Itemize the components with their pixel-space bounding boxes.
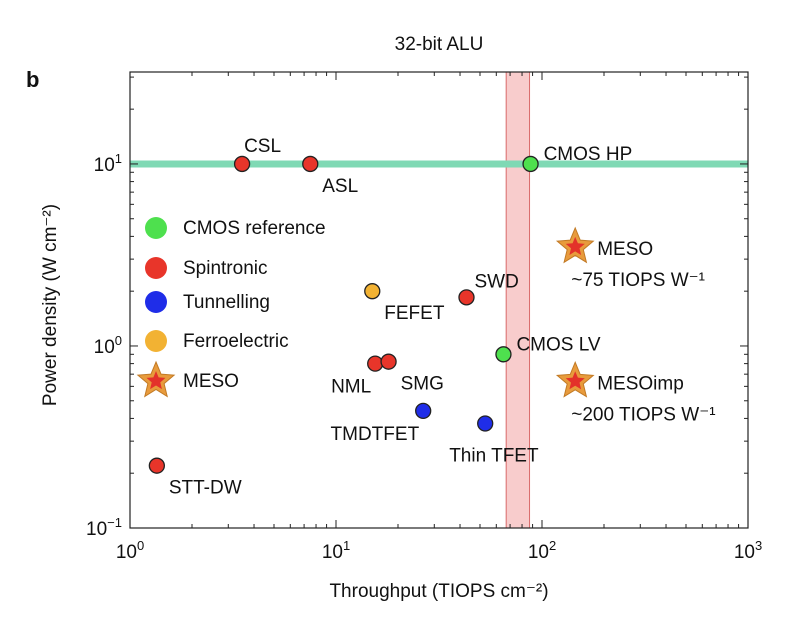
x-tick-label: 103 [734, 538, 762, 563]
legend-marker [145, 330, 167, 352]
data-label: FEFET [384, 303, 445, 324]
data-label: MESOimp [597, 373, 684, 394]
data-point [477, 415, 494, 432]
y-tick-label: 10−1 [86, 515, 122, 540]
legend-marker [145, 257, 167, 279]
data-point [367, 355, 384, 372]
legend-label: Ferroelectric [183, 331, 289, 352]
data-point [522, 155, 539, 173]
legend-label: Tunnelling [183, 292, 270, 313]
legend-label: Spintronic [183, 258, 268, 279]
data-point [415, 402, 432, 420]
data-point [233, 155, 251, 173]
panel-label: b [26, 67, 39, 92]
data-point [495, 346, 512, 363]
meso-star-core [565, 371, 585, 390]
plot-frame [129, 71, 749, 529]
data-label: ~200 TIOPS W⁻¹ [571, 404, 715, 425]
data-point [364, 283, 381, 300]
data-label: SWD [474, 271, 518, 292]
data-point [458, 289, 475, 306]
legend-marker [145, 217, 167, 239]
legend-label: CMOS reference [183, 218, 326, 239]
x-tick-label: 101 [322, 538, 350, 563]
data-label: CMOS HP [544, 144, 633, 165]
legend-label: MESO [183, 371, 239, 392]
y-tick-label: 100 [94, 333, 122, 358]
data-label: STT-DW [169, 478, 242, 499]
chart-title: 32-bit ALU [395, 34, 484, 55]
x-axis-title: Throughput (TIOPS cm⁻²) [329, 581, 548, 602]
data-point [302, 155, 319, 173]
data-label: ASL [322, 176, 358, 197]
y-axis-title: Power density (W cm⁻²) [40, 204, 61, 406]
data-label: CSL [244, 136, 281, 157]
meso-star-core [565, 236, 585, 255]
data-label: NML [331, 377, 371, 398]
data-label: Thin TFET [449, 446, 539, 467]
x-tick-label: 102 [528, 538, 556, 563]
data-label: CMOS LV [516, 334, 600, 355]
data-point [380, 353, 397, 370]
data-label: TMDTFET [331, 424, 420, 445]
legend-marker-core [146, 371, 166, 390]
data-label: MESO [597, 239, 653, 260]
data-label: SMG [401, 374, 444, 395]
legend-marker [145, 291, 167, 313]
data-label: ~75 TIOPS W⁻¹ [571, 270, 705, 291]
data-point [148, 457, 165, 474]
y-tick-label: 101 [94, 151, 122, 176]
x-tick-label: 100 [116, 538, 144, 563]
